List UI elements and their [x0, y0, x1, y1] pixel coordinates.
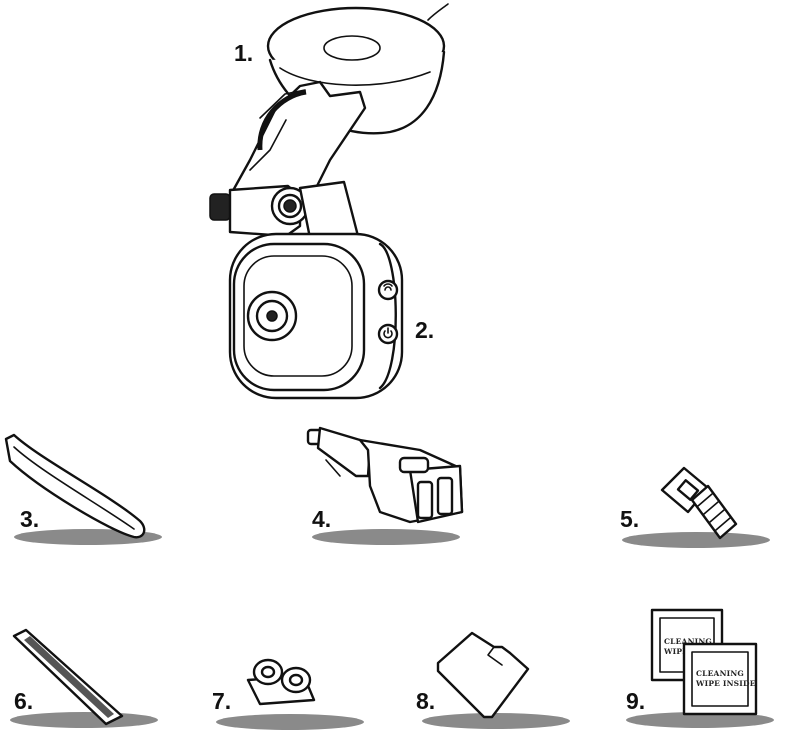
wipe-front-line-2: WIPE INSIDE [695, 679, 756, 688]
suction-mount-icon [209, 6, 446, 238]
cable-holder-item [210, 650, 370, 736]
trim-tool-icon [4, 433, 146, 539]
microsd-card-icon [436, 631, 530, 719]
wipe-back-line-1: CLEANING [664, 637, 712, 646]
item-number-1: 1. [234, 40, 254, 66]
cable-clip-icon [660, 466, 738, 540]
item-number-9: 9. [626, 688, 646, 714]
dashcam-assembly [190, 0, 470, 410]
microsd-card-item [410, 625, 580, 736]
item-number-3: 3. [20, 506, 40, 532]
car-charger-item [300, 420, 470, 550]
item-number-8: 8. [416, 688, 436, 714]
dashcam-icon [228, 180, 404, 400]
adhesive-strip-item [0, 620, 170, 736]
trim-tool-item [0, 425, 170, 550]
cable-clip-item [612, 460, 782, 552]
item-number-2: 2. [415, 317, 435, 343]
cleaning-wipes-icon: CLEANING WIPE INSIDE CLEANING WIPE INSID… [650, 608, 758, 716]
item-number-7: 7. [212, 688, 232, 714]
item-number-4: 4. [312, 506, 332, 532]
car-charger-icon [306, 426, 464, 524]
item-number-6: 6. [14, 688, 34, 714]
wipe-front-line-1: CLEANING [696, 669, 744, 678]
cleaning-wipes-item: CLEANING WIPE INSIDE CLEANING WIPE INSID… [620, 604, 788, 736]
cable-holder-icon [246, 658, 316, 706]
item-number-5: 5. [620, 506, 640, 532]
adhesive-strip-icon [12, 628, 124, 726]
